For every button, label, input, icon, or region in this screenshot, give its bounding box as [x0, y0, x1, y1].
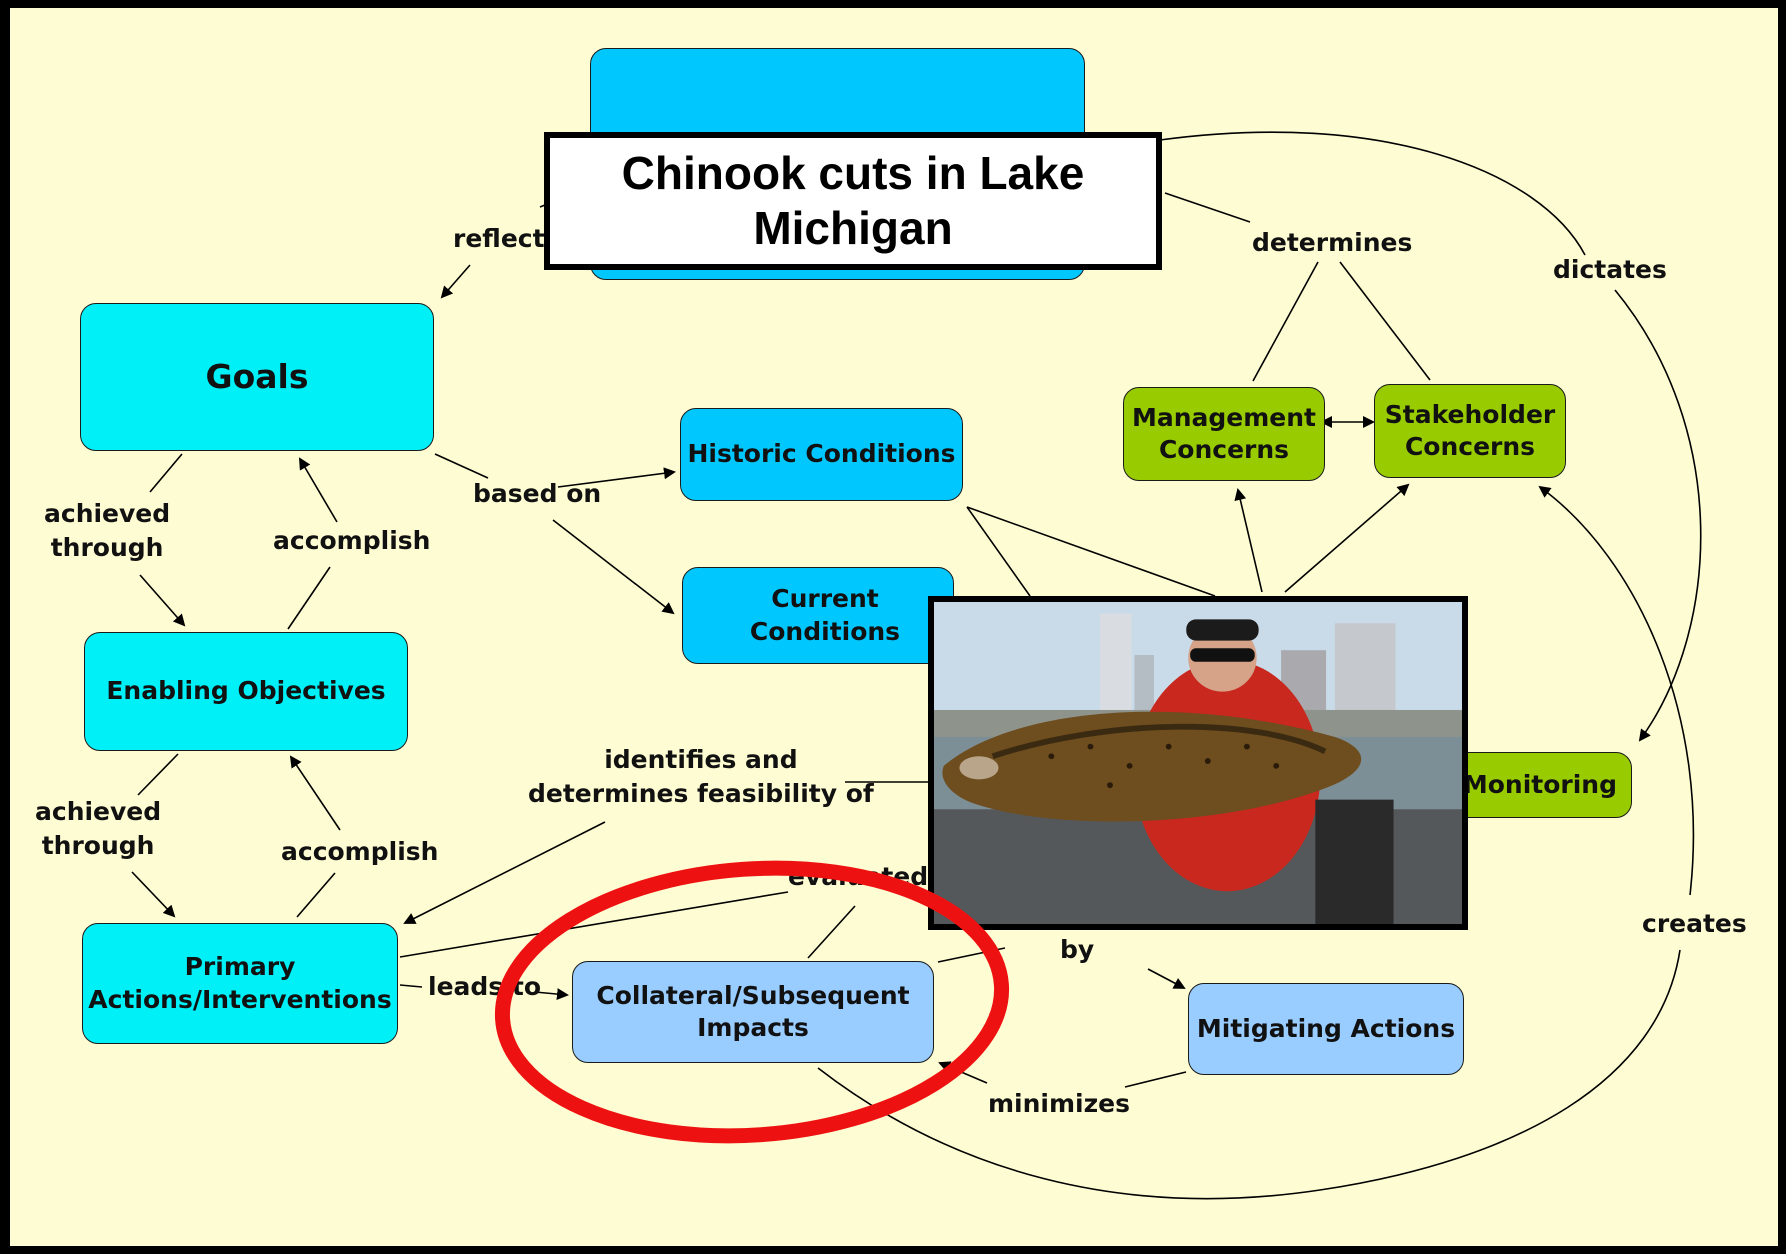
current-conditions-node[interactable]: Current Conditions	[682, 567, 954, 664]
link-label-reflects: reflects	[453, 224, 560, 253]
historic-conditions-label: Historic Conditions	[687, 439, 956, 469]
link-label-creates: creates	[1642, 909, 1747, 938]
title-text: Chinook cuts in Lake Michigan	[621, 146, 1085, 254]
link-label-accomplish: accomplish	[281, 837, 439, 866]
monitoring-node[interactable]: l Monitoring	[1440, 752, 1632, 818]
link-label-based-on: based on	[473, 479, 602, 508]
link-label-dictates: dictates	[1553, 255, 1667, 284]
stakeholder-concerns-label: Stakeholder Concerns	[1384, 399, 1556, 462]
link-label-minimizes: minimizes	[988, 1089, 1130, 1118]
management-concerns-label: Management Concerns	[1131, 402, 1317, 465]
mitigating-actions-node[interactable]: Mitigating Actions	[1188, 983, 1464, 1075]
management-concerns-node[interactable]: Management Concerns	[1123, 387, 1325, 481]
goals-label: Goals	[205, 356, 309, 396]
historic-conditions-node[interactable]: Historic Conditions	[680, 408, 963, 501]
link-label-achieved-through: achieved through	[35, 797, 162, 860]
collateral-impacts-node[interactable]: Collateral/Subsequent Impacts	[572, 961, 934, 1063]
current-conditions-label: Current Conditions	[749, 584, 901, 646]
enabling-objectives-node[interactable]: Enabling Objectives	[84, 632, 408, 751]
mitigating-actions-label: Mitigating Actions	[1196, 1013, 1456, 1043]
link-label-identifies: identifies and determines feasibility of	[528, 745, 874, 808]
monitoring-label: l Monitoring	[1445, 769, 1617, 799]
link-label-achieved-through: achieved through	[44, 499, 171, 562]
link-label-by: by	[1060, 935, 1095, 964]
goals-node[interactable]: Goals	[80, 303, 434, 451]
title-box: Chinook cuts in Lake Michigan	[544, 132, 1162, 270]
primary-actions-label: Primary Actions/Interventions	[88, 952, 392, 1014]
collateral-impacts-label: Collateral/Subsequent Impacts	[596, 980, 910, 1043]
link-label-determines: determines	[1252, 228, 1413, 257]
stakeholder-concerns-node[interactable]: Stakeholder Concerns	[1374, 384, 1566, 478]
angler-fish-photo	[928, 596, 1468, 930]
link-label-leads-to: leads to	[428, 972, 542, 1001]
primary-actions-node[interactable]: Primary Actions/Interventions	[82, 923, 398, 1044]
enabling-objectives-label: Enabling Objectives	[106, 676, 386, 706]
link-label-accomplish: accomplish	[273, 526, 431, 555]
